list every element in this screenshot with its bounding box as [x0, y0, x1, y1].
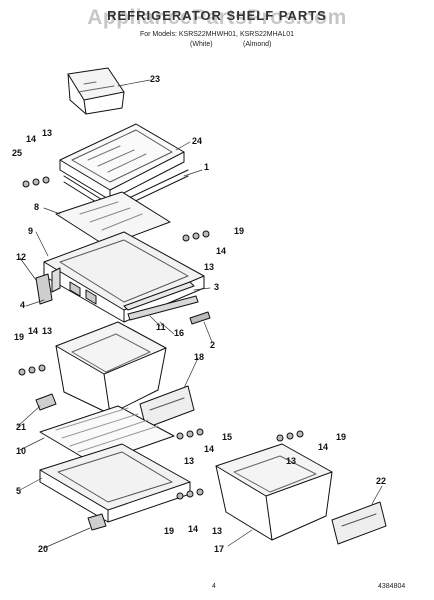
callout-14b: 14: [216, 246, 227, 256]
part-glass-insert: [55, 191, 171, 247]
callout-3: 3: [214, 282, 220, 292]
callout-17: 17: [214, 544, 225, 554]
callout-9: 9: [28, 226, 34, 236]
part-lower-glass-shelf: [39, 405, 175, 465]
callout-13e: 13: [286, 456, 297, 466]
callout-14f: 14: [188, 524, 199, 534]
callout-15: 15: [222, 432, 233, 442]
callout-20: 20: [38, 544, 49, 554]
callout-14c: 14: [28, 326, 39, 336]
part-upper-crisper: [55, 321, 167, 415]
variant-white: (White): [190, 41, 213, 48]
callout-18: 18: [194, 352, 205, 362]
callout-11: 11: [156, 322, 166, 332]
callout-19d: 19: [164, 526, 175, 536]
part-lower-cover-frame: [39, 443, 191, 523]
part-side-cover: [35, 273, 53, 305]
watermark: AppliancePartsPros.com: [87, 6, 347, 29]
part-slide-rails: [123, 281, 211, 325]
callout-4: 4: [20, 300, 26, 310]
part-lower-crisper: [215, 443, 333, 541]
callout-24: 24: [192, 136, 203, 146]
callout-1: 1: [204, 162, 210, 172]
callout-12: 12: [16, 252, 27, 262]
model-line: For Models: KSRS22MHWH01, KSRS22MHAL01: [139, 31, 295, 38]
part-crisper-cover: [43, 231, 205, 323]
part-clip: [87, 513, 107, 531]
callout-8: 8: [34, 202, 40, 212]
callout-13c: 13: [42, 326, 53, 336]
part-bracket: [35, 393, 57, 411]
callout-10: 10: [16, 446, 27, 456]
doc-number: 4384804: [378, 583, 406, 590]
callout-14e: 14: [318, 442, 329, 452]
callout-23: 23: [150, 74, 161, 84]
callout-13d: 13: [184, 456, 195, 466]
callout-13a: 13: [42, 128, 53, 138]
page-number: 4: [212, 583, 216, 590]
callout-14a: 14: [26, 134, 37, 144]
diagram-title: REFRIGERATOR SHELF PARTS: [107, 8, 327, 23]
callout-21: 21: [16, 422, 27, 432]
callout-13b: 13: [204, 262, 215, 272]
callout-19b: 19: [14, 332, 25, 342]
part-small-bin: [67, 67, 125, 115]
part-drawer-front-lower: [331, 501, 387, 545]
callout-13f: 13: [212, 526, 223, 536]
fastener-set: [18, 176, 304, 500]
callout-22: 22: [376, 476, 387, 486]
callout-14d: 14: [204, 444, 215, 454]
callout-16: 16: [174, 328, 185, 338]
leader-lines: [17, 79, 383, 549]
callout-2: 2: [210, 340, 216, 350]
callout-19c: 19: [336, 432, 347, 442]
callout-25: 25: [12, 148, 23, 158]
callout-19a: 19: [234, 226, 245, 236]
callout-5: 5: [16, 486, 22, 496]
variant-almond: (Almond): [243, 41, 272, 48]
part-upper-shelf: [59, 123, 185, 201]
